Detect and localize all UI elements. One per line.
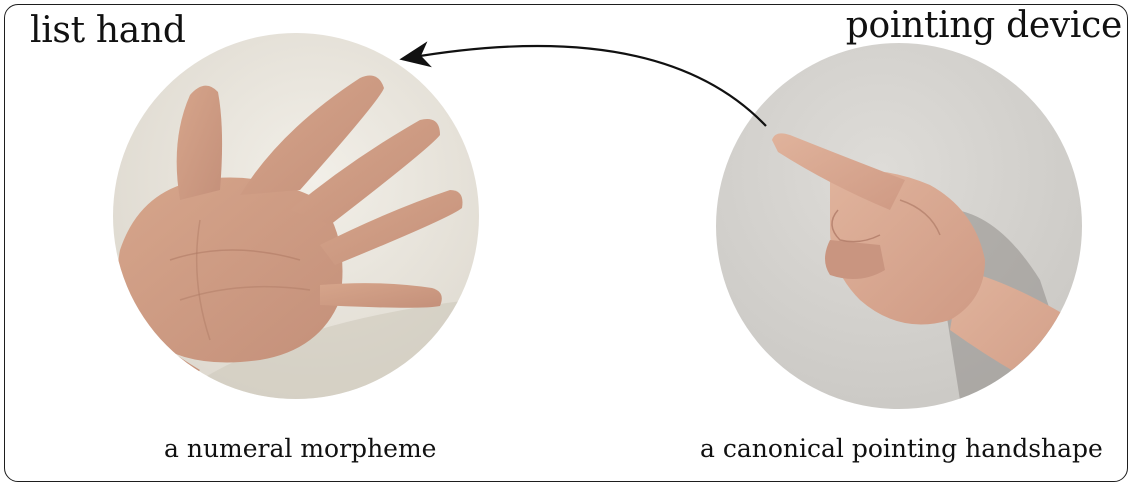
pointing-hand-photo	[716, 43, 1090, 410]
right-panel-caption: a canonical pointing handshape	[700, 434, 1103, 463]
left-panel-title: list hand	[30, 10, 186, 51]
left-panel-caption: a numeral morpheme	[164, 434, 436, 463]
open-palm-photo	[90, 33, 480, 420]
connecting-arrow	[408, 46, 766, 126]
right-panel-title: pointing device	[846, 5, 1122, 46]
